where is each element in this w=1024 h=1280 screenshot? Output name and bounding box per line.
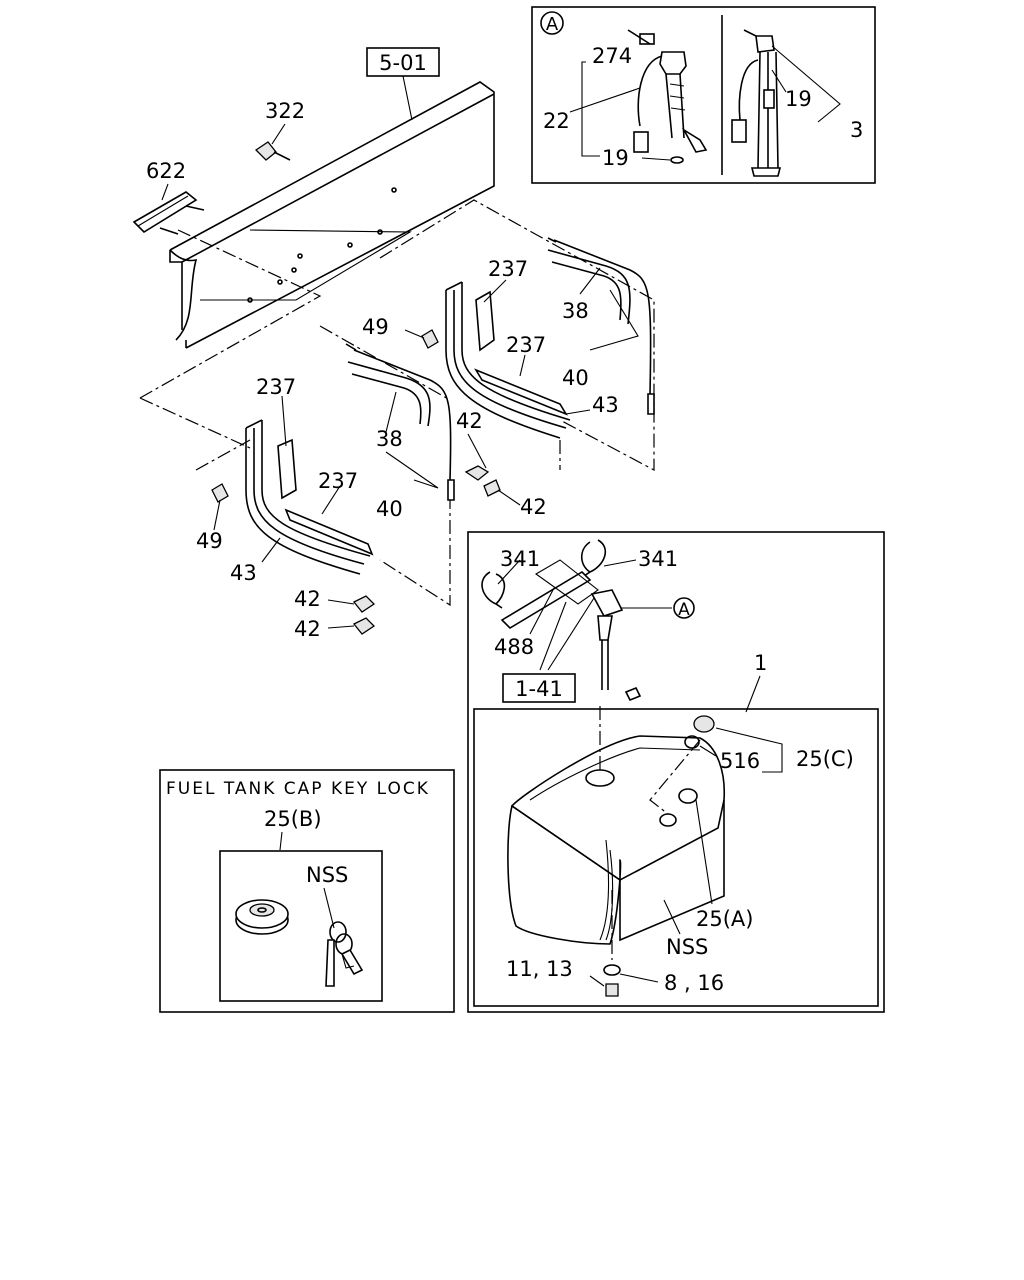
pad-237 [277, 438, 297, 500]
harness-reference-box [502, 673, 576, 703]
fuel-cap-25c [693, 715, 715, 733]
harness-reference-label: 1-41 [515, 677, 563, 701]
part-label-38: 38 [562, 299, 589, 323]
part-label-42: 42 [456, 409, 483, 433]
part-label-40: 40 [562, 366, 589, 390]
part-label-38: 38 [376, 427, 403, 451]
detail-a-callout-label: A [678, 600, 690, 620]
part-label-25c: 25(C) [796, 747, 854, 771]
hose-clamp-341 [481, 571, 503, 609]
frame-and-brackets: 5-01 322 622 [132, 47, 655, 641]
tank-bracket-front [245, 343, 455, 635]
tank-bracket-rear [445, 237, 655, 497]
detail-a-callout-circle [673, 597, 695, 619]
part-label-622: 622 [146, 159, 186, 183]
bolt-322 [254, 141, 291, 161]
drain-plug-11-13 [605, 983, 619, 997]
part-label-22: 22 [543, 109, 570, 133]
gasket-516 [684, 735, 700, 749]
part-label-341: 341 [500, 547, 540, 571]
part-label-1: 1 [754, 651, 767, 675]
hose-488 [500, 570, 592, 630]
part-label-237: 237 [318, 469, 358, 493]
part-label-19-left: 19 [602, 146, 629, 170]
part-label-516: 516 [720, 749, 760, 773]
nut-49 [211, 483, 229, 503]
key-lock-panel: FUEL TANK CAP KEY LOCK 25(B) NSS [159, 769, 455, 1013]
part-label-237: 237 [506, 333, 546, 357]
part-label-43: 43 [230, 561, 257, 585]
frame-rail [169, 81, 495, 349]
pad-237 [284, 508, 374, 556]
part-label-11-13: 11, 13 [506, 957, 573, 981]
detail-marker-label: A [546, 14, 559, 35]
pad-237 [474, 368, 568, 416]
part-label-237: 237 [488, 257, 528, 281]
part-label-322: 322 [265, 99, 305, 123]
filler-neck [585, 769, 615, 787]
part-label-25b: 25(B) [264, 807, 322, 831]
nut-49 [421, 329, 439, 349]
part-label-49: 49 [196, 529, 223, 553]
part-label-274: 274 [592, 44, 632, 68]
fuel-gauge-unit [731, 29, 782, 177]
part-label-488: 488 [494, 635, 534, 659]
plate-622 [132, 191, 205, 235]
part-label-49: 49 [362, 315, 389, 339]
nss-label: NSS [666, 935, 708, 959]
detail-a-panel: A 274 22 19 [531, 6, 876, 184]
part-label-43: 43 [592, 393, 619, 417]
fuel-tank-panel: 1-41 A [467, 531, 885, 1013]
part-label-40: 40 [376, 497, 403, 521]
fuel-sender-unit [627, 29, 708, 164]
fuel-tank [507, 735, 726, 945]
part-label-42: 42 [294, 617, 321, 641]
part-label-341: 341 [638, 547, 678, 571]
part-label-237: 237 [256, 375, 296, 399]
part-label-42: 42 [294, 587, 321, 611]
locking-fuel-cap [235, 899, 289, 935]
detail-marker-circle [540, 11, 564, 35]
washer-8-16 [603, 964, 621, 976]
part-label-19-right: 19 [785, 87, 812, 111]
nss-key-label: NSS [306, 863, 348, 887]
part-label-42: 42 [520, 495, 547, 519]
part-label-3: 3 [850, 118, 863, 142]
cap-keys [325, 921, 364, 987]
frame-reference-label: 5-01 [379, 51, 427, 75]
part-label-25a: 25(A) [696, 907, 753, 931]
pad-237 [475, 290, 495, 352]
part-label-8-16: 8 , 16 [664, 971, 724, 995]
hose-clamp-341 [583, 539, 607, 577]
key-lock-title: FUEL TANK CAP KEY LOCK [166, 779, 430, 799]
